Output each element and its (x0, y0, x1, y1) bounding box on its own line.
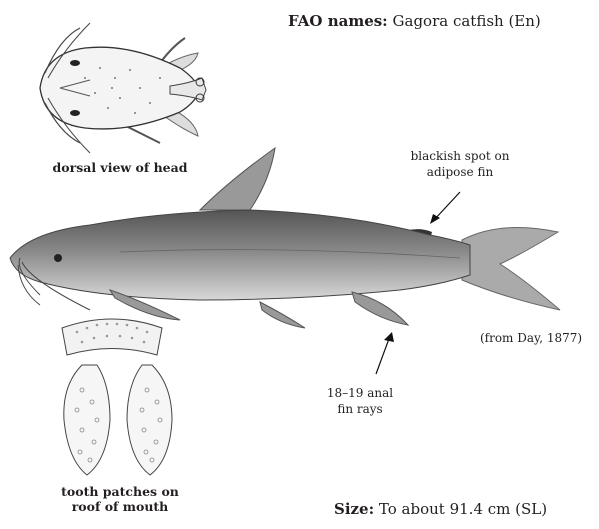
tooth-caption-line1: tooth patches on (40, 484, 200, 499)
size-label: Size: (334, 500, 374, 518)
arrow-adipose (428, 190, 488, 230)
arrow-anal-fin (370, 330, 400, 380)
fao-names-value: Gagora catfish (En) (393, 12, 541, 30)
anal-fin-line2: fin rays (320, 401, 400, 417)
source-note: (from Day, 1877) (466, 330, 596, 346)
anal-fin-note: 18–19 anal fin rays (320, 385, 400, 417)
tooth-patches-caption: tooth patches on roof of mouth (40, 484, 200, 514)
anal-fin-line1: 18–19 anal (320, 385, 400, 401)
size-value: To about 91.4 cm (SL) (379, 500, 547, 518)
tooth-caption-line2: roof of mouth (40, 499, 200, 514)
tooth-patches-illustration (52, 310, 192, 480)
fao-names-label: FAO names: (288, 12, 388, 30)
size-info: Size: To about 91.4 cm (SL) (334, 500, 547, 518)
fao-names: FAO names: Gagora catfish (En) (288, 12, 541, 30)
dorsal-head-illustration (20, 8, 220, 158)
